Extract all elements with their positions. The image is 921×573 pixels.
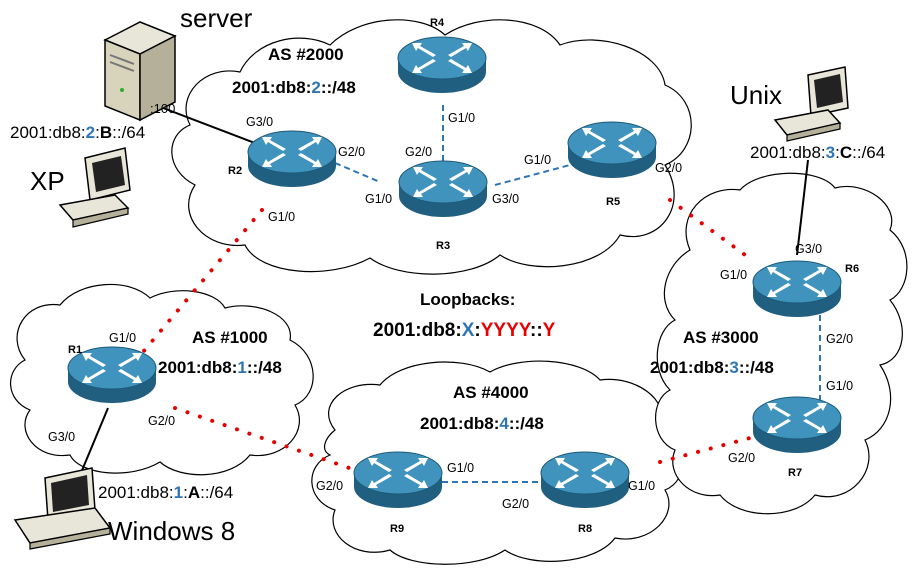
- r1-r9-link: [173, 406, 357, 472]
- if-r7-g10: G1/0: [826, 379, 853, 393]
- as1000-title: AS #1000: [192, 328, 268, 347]
- as4000-prefix: 2001:db8:4::/48: [420, 414, 544, 433]
- server-host-id: :100: [150, 101, 175, 116]
- as2000-cloud: [171, 19, 692, 275]
- if-r5-g10: G1/0: [524, 153, 551, 167]
- as2000-title: AS #2000: [268, 45, 344, 64]
- if-r7-g20: G2/0: [728, 451, 755, 465]
- windows8-name: Windows 8: [108, 516, 235, 546]
- r2-r3-link: [334, 162, 381, 183]
- if-r6-g20: G2/0: [826, 332, 853, 346]
- router-label-r1: R1: [68, 344, 82, 356]
- laptop-icon[interactable]: [13, 467, 112, 550]
- unix-name: Unix: [730, 80, 782, 110]
- router-r9[interactable]: [353, 451, 443, 509]
- r5-r6-link: [668, 198, 754, 262]
- router-label-r3: R3: [436, 240, 450, 252]
- router-r7[interactable]: [752, 396, 842, 454]
- router-label-r5: R5: [606, 196, 620, 208]
- router-label-r6: R6: [845, 263, 859, 275]
- if-r9-g20: G2/0: [316, 479, 343, 493]
- as2000-prefix: 2001:db8:2::/48: [232, 78, 356, 97]
- unix-r6-link: [796, 159, 809, 256]
- if-r2-g10: G1/0: [268, 210, 295, 224]
- router-r6[interactable]: [752, 260, 842, 318]
- if-r6-g10: G1/0: [720, 268, 747, 282]
- router-label-r7: R7: [788, 467, 802, 479]
- xp-name: XP: [30, 166, 65, 196]
- if-r8-g20: G2/0: [502, 497, 529, 511]
- if-r5-g20: G2/0: [655, 161, 682, 175]
- if-r9-g10: G1/0: [447, 461, 474, 475]
- router-r5[interactable]: [567, 121, 657, 179]
- router-r3[interactable]: [398, 160, 488, 218]
- server-r2-link: [149, 102, 261, 146]
- if-r2-g30: G3/0: [246, 115, 273, 129]
- if-r1-g20: G2/0: [148, 414, 175, 428]
- as3000-cloud: [655, 172, 908, 515]
- loopbacks-format: 2001:db8:X:YYYY::Y: [373, 320, 556, 341]
- as1000-prefix: 2001:db8:1::/48: [158, 358, 282, 377]
- if-r3-g20: G2/0: [405, 145, 432, 159]
- if-r6-g30: G3/0: [795, 242, 822, 256]
- router-label-r9: R9: [390, 523, 404, 535]
- as4000-cloud: [311, 360, 684, 565]
- as3000-prefix: 2001:db8:3::/48: [650, 358, 774, 377]
- r3-r5-link: [494, 164, 571, 186]
- r2-r1-link: [141, 208, 264, 354]
- server-icon[interactable]: [103, 21, 177, 122]
- r1-win8-link: [77, 407, 109, 481]
- router-r4[interactable]: [397, 36, 487, 94]
- if-r8-g10: G1/0: [628, 479, 655, 493]
- loopbacks-title: Loopbacks:: [420, 290, 515, 309]
- unix-subnet: 2001:db8:3:C::/64: [750, 143, 885, 162]
- if-r3-g30: G3/0: [492, 192, 519, 206]
- desktop-pc-icon[interactable]: [773, 66, 849, 142]
- if-r3-g10: G1/0: [365, 192, 392, 206]
- router-label-r4: R4: [430, 17, 445, 29]
- if-r2-g20: G2/0: [338, 145, 365, 159]
- router-label-r2: R2: [228, 165, 242, 177]
- windows8-subnet: 2001:db8:1:A::/64: [98, 483, 233, 502]
- server-subnet: 2001:db8:2:B::/64: [10, 123, 145, 142]
- desktop-pc-icon[interactable]: [58, 147, 131, 228]
- if-r4-g10: G1/0: [448, 111, 475, 125]
- links: [77, 102, 821, 483]
- if-r1-g30: G3/0: [48, 430, 75, 444]
- as1000-cloud: [10, 283, 314, 476]
- router-r2[interactable]: [247, 130, 337, 188]
- r8-r7-link: [658, 436, 752, 464]
- server-name: server: [180, 3, 253, 33]
- router-r8[interactable]: [540, 451, 630, 509]
- if-r1-g10: G1/0: [109, 331, 136, 345]
- as4000-title: AS #4000: [453, 383, 529, 402]
- router-label-r8: R8: [578, 523, 592, 535]
- as3000-title: AS #3000: [683, 328, 759, 347]
